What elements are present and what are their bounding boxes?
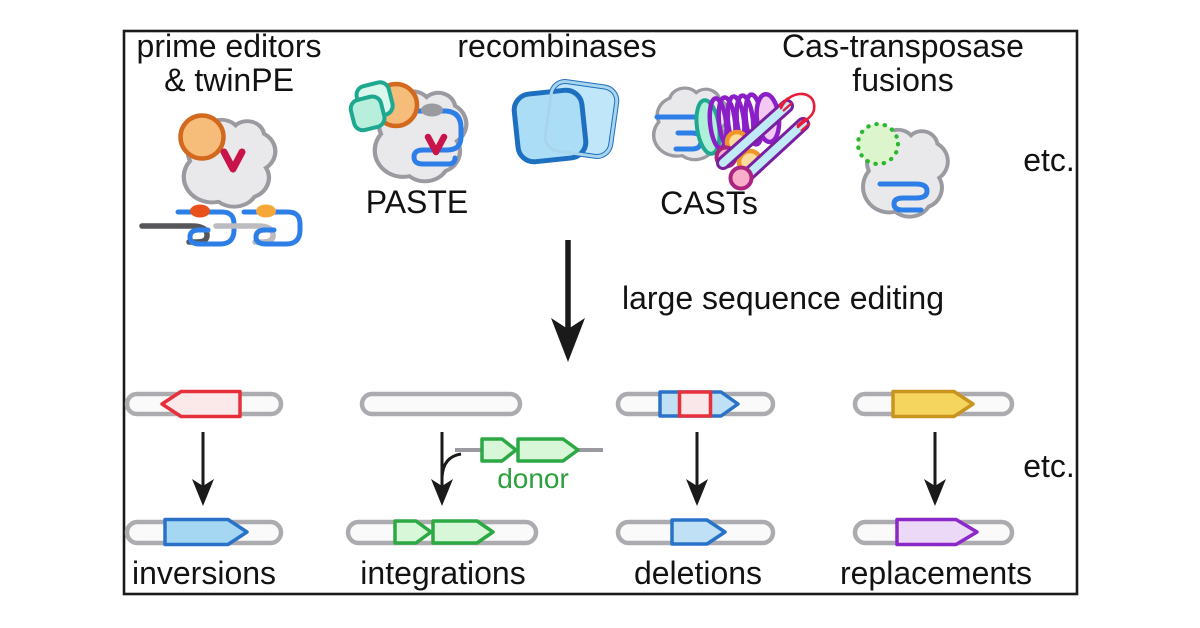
casts-label: CASTs xyxy=(660,185,758,221)
inversions-label: inversions xyxy=(132,555,276,591)
integrase-icon xyxy=(348,80,395,133)
chromosome-bar xyxy=(359,391,523,417)
target-dna-rod-icon xyxy=(716,99,794,170)
edit-mark-icon xyxy=(220,148,246,173)
outcome-deletions: deletions xyxy=(615,390,776,591)
rt-domain-icon xyxy=(178,113,226,161)
donor-label: donor xyxy=(497,463,569,494)
donor-cassette xyxy=(455,437,603,463)
paste-label: PASTE xyxy=(366,184,469,220)
recombinases-label: recombinases xyxy=(457,28,656,64)
edit-mark-icon xyxy=(424,133,448,156)
cas-transposase-label-line1: Cas-transposase xyxy=(782,28,1024,64)
fused-transposase-icon xyxy=(855,121,901,167)
etc-top-label: etc. xyxy=(1023,142,1075,178)
replacements-label: replacements xyxy=(840,555,1032,591)
pegrna-icon-1 xyxy=(139,204,237,247)
integrated-segment xyxy=(393,519,433,545)
cas-transposase-label-line2: fusions xyxy=(852,62,953,98)
accessory-protein-icon xyxy=(728,165,754,191)
outcome-replacements: replacements xyxy=(840,389,1032,591)
prime-editors-label-line2: & twinPE xyxy=(164,62,294,98)
outcome-integrations: donor integrations xyxy=(345,391,603,591)
cast-complex-icon xyxy=(651,86,816,191)
prime-editor-icon xyxy=(139,113,303,247)
deletions-label: deletions xyxy=(634,555,762,591)
main-arrow xyxy=(551,240,585,362)
donor-merge-curve xyxy=(440,452,462,478)
cas-transposase-fusion-icon xyxy=(855,121,950,219)
pegrna-icon-2 xyxy=(213,204,303,247)
recombinase-icon xyxy=(511,79,620,165)
integrations-label: integrations xyxy=(360,555,525,591)
dna-loop-icon xyxy=(778,92,816,132)
etc-bottom-label: etc. xyxy=(1023,448,1075,484)
process-label: large sequence editing xyxy=(622,280,944,316)
original-segment xyxy=(891,389,975,419)
flipped-segment xyxy=(163,517,249,547)
paste-icon xyxy=(348,80,466,181)
deleted-region xyxy=(677,390,713,418)
inverted-segment xyxy=(160,389,242,419)
integrated-segment xyxy=(431,519,495,545)
linker-icon xyxy=(421,103,443,117)
prime-editors-label-line1: prime editors xyxy=(137,28,322,64)
replacement-segment xyxy=(895,517,979,547)
outcome-inversions: inversions xyxy=(124,389,284,591)
shortened-segment xyxy=(670,518,727,546)
